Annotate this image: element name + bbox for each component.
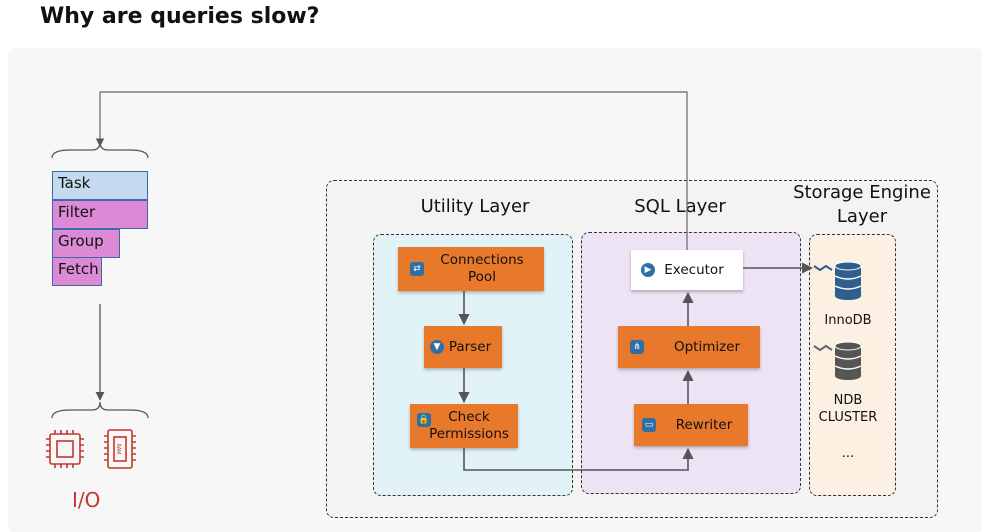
check-permissions-node: 🔒 Check Permissions	[410, 404, 518, 448]
storage-layer-title: Storage Engine Layer	[793, 182, 931, 227]
rewriter-label: Rewriter	[675, 416, 733, 433]
optimizer-label: Optimizer	[673, 338, 741, 355]
check-permissions-label: Check Permissions	[429, 409, 509, 442]
connections-pool-label: Connections Pool	[440, 252, 524, 285]
ram-chip-text: RAM	[115, 443, 121, 454]
innodb-database-icon	[834, 261, 862, 300]
stack-item-fetch: Fetch	[52, 257, 102, 286]
executor-return-line	[95, 91, 688, 250]
filter-icon: ▼	[430, 340, 444, 354]
executor-label: Executor	[664, 261, 724, 278]
more-engines-label: ...	[841, 446, 855, 461]
executor-node: ▶ Executor	[631, 250, 743, 290]
stack-item-task: Task	[52, 171, 148, 200]
rewriter-node: ▭ Rewriter	[634, 404, 748, 446]
stack-item-group: Group	[52, 229, 120, 258]
parser-node: ▼ Parser	[424, 326, 502, 368]
code-icon: ▭	[642, 418, 656, 432]
connections-pool-node: ⇄ Connections Pool	[398, 247, 544, 291]
page-title: Why are queries slow?	[40, 4, 320, 29]
optimizer-node: ⋔ Optimizer	[618, 326, 760, 368]
ndb-database-icon	[834, 341, 862, 380]
ram-chip-icon: RAM	[104, 429, 136, 469]
parser-label: Parser	[448, 338, 492, 355]
lock-icon: 🔒	[417, 413, 431, 427]
bottom-brace	[51, 401, 149, 419]
ndb-link-icon	[813, 344, 833, 352]
utility-layer-title: Utility Layer	[420, 196, 530, 217]
innodb-label: InnoDB	[824, 313, 872, 328]
play-icon: ▶	[641, 263, 655, 277]
stack-item-filter: Filter	[52, 200, 148, 229]
sql-layer-title: SQL Layer	[634, 196, 726, 217]
io-label: I/O	[72, 488, 101, 512]
hierarchy-icon: ⋔	[630, 340, 644, 354]
innodb-link-icon	[813, 264, 833, 272]
ndb-cluster-label: NDB CLUSTER	[818, 393, 878, 425]
connection-icon: ⇄	[410, 262, 424, 276]
permissions-to-rewriter-arrow	[463, 447, 694, 471]
cpu-chip-icon	[46, 430, 84, 468]
